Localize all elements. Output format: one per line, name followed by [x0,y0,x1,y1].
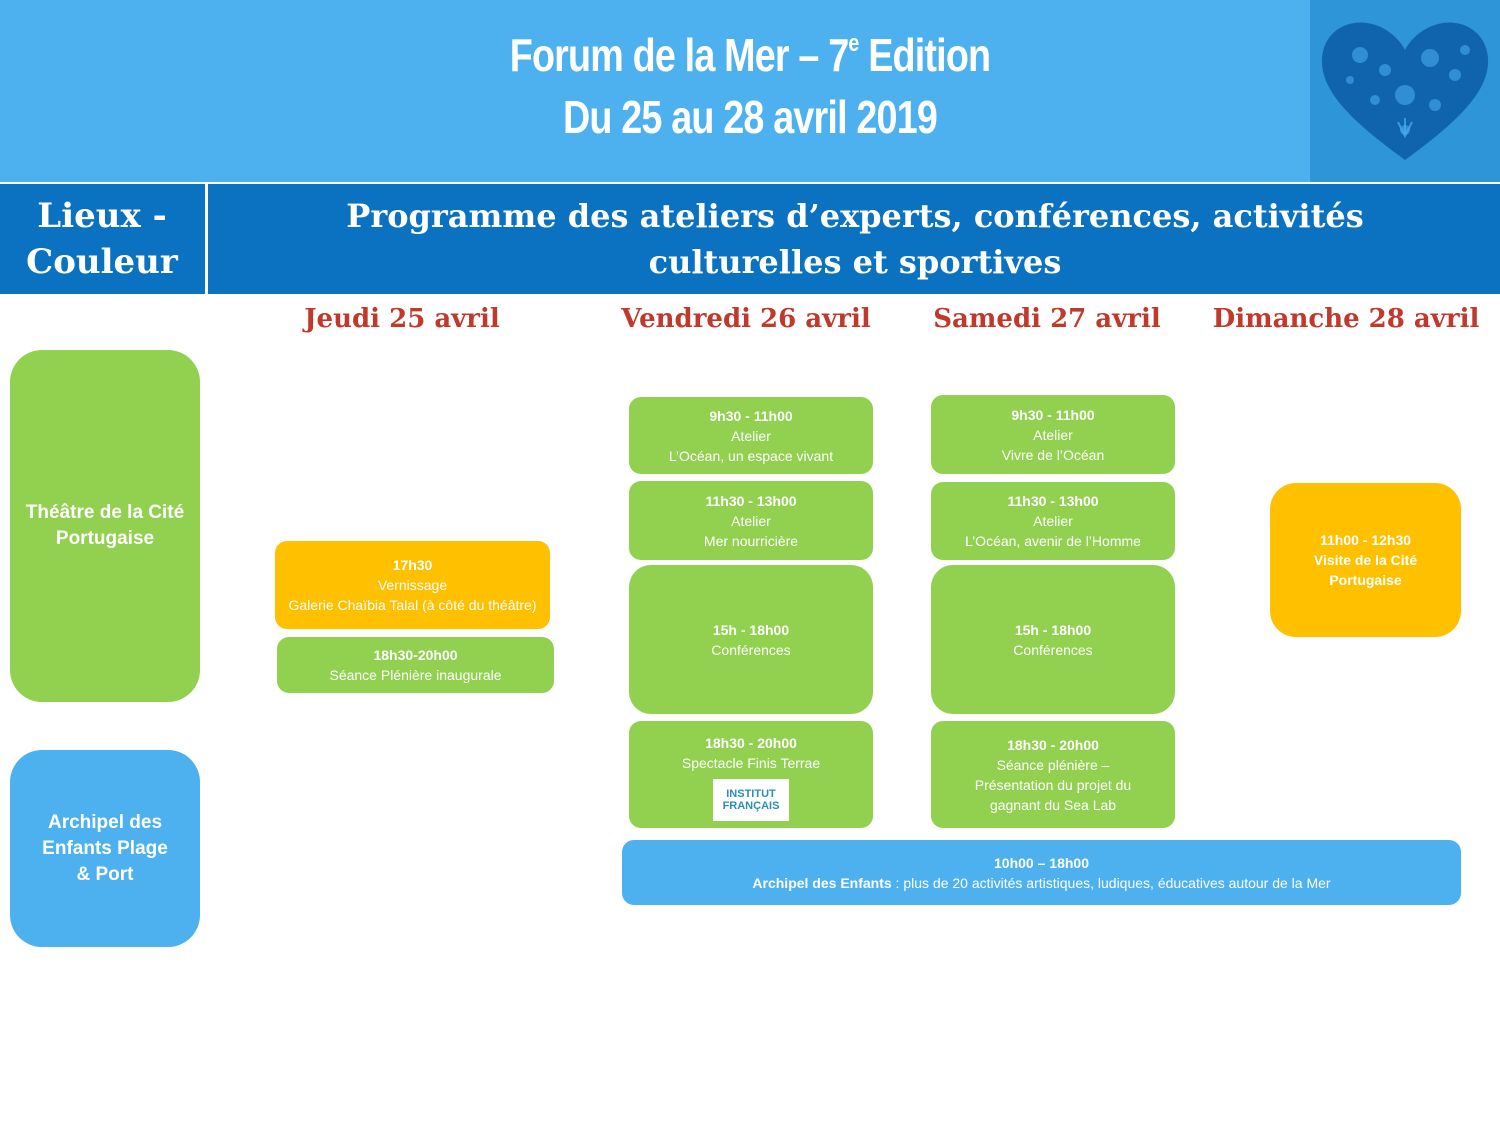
event-samedi-atelier-1: 9h30 - 11h00 Atelier Vivre de l’Océan [931,395,1175,474]
header-divider [205,184,208,294]
venue-archipel: Archipel des Enfants Plage & Port [10,750,200,947]
header-left-label: Lieux - Couleur [26,196,178,282]
top-banner: Forum de la Mer – 7e Edition Du 25 au 28… [0,0,1500,182]
event-samedi-atelier-2: 11h30 - 13h00 Atelier L’Océan, avenir de… [931,482,1175,560]
event-vendredi-conferences: 15h - 18h00 Conférences [629,565,873,714]
day-heading-dimanche: Dimanche 28 avril [1212,304,1480,334]
day-heading-samedi: Samedi 27 avril [933,304,1161,334]
institut-francais-logo: INSTITUT FRANÇAIS [713,779,789,821]
event-archipel-enfants: 10h00 – 18h00 Archipel des Enfants : plu… [622,840,1461,905]
heart-sea-creatures-icon [1310,0,1500,182]
page-title: Forum de la Mer – 7e Edition Du 25 au 28… [509,29,991,143]
header-bar: Lieux - Couleur Programme des ateliers d… [0,184,1500,294]
event-dimanche-visite: 11h00 - 12h30 Visite de la Cité Portugai… [1270,483,1461,637]
header-program-title: Programme des ateliers d’experts, confér… [346,197,1364,281]
venue-theatre: Théâtre de la Cité Portugaise [10,350,200,702]
event-vendredi-spectacle: 18h30 - 20h00 Spectacle Finis Terrae INS… [629,721,873,828]
event-jeudi-vernissage: 17h30 Vernissage Galerie Chaïbia Talal (… [275,541,550,629]
event-jeudi-pleniere: 18h30-20h00 Séance Plénière inaugurale [277,637,554,693]
day-heading-jeudi: Jeudi 25 avril [304,304,500,334]
event-vendredi-atelier-2: 11h30 - 13h00 Atelier Mer nourricière [629,481,873,560]
event-vendredi-atelier-1: 9h30 - 11h00 Atelier L’Océan, un espace … [629,397,873,474]
event-samedi-conferences: 15h - 18h00 Conférences [931,565,1175,714]
event-samedi-pleniere: 18h30 - 20h00 Séance plénière – Présenta… [931,721,1175,828]
day-heading-vendredi: Vendredi 26 avril [621,304,871,334]
